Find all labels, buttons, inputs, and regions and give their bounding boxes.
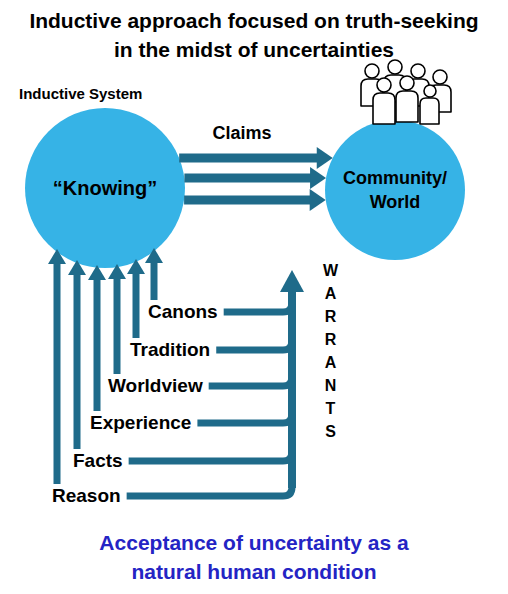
- input-label: Facts: [73, 449, 123, 473]
- arrow-head: [280, 270, 304, 292]
- person-head: [411, 64, 425, 78]
- arrow-shaft: [184, 174, 312, 183]
- warrant-branch: [209, 377, 292, 386]
- warrants-label: WARRANTS: [321, 262, 339, 446]
- input-arrow: [74, 275, 81, 449]
- arrow-shaft: [184, 196, 312, 205]
- circle-fill: [25, 108, 185, 268]
- arrow-shaft: [179, 154, 319, 163]
- input-label: Tradition: [130, 338, 210, 362]
- person-body: [396, 91, 418, 122]
- input-arrow: [94, 280, 101, 411]
- person-head: [365, 64, 379, 78]
- node-text: Community/ World: [330, 166, 460, 214]
- warrant-branch: [197, 414, 292, 423]
- arrow-head: [310, 189, 326, 211]
- person-head: [400, 76, 414, 90]
- person-head: [377, 78, 391, 92]
- warrant-branch: [127, 487, 292, 496]
- warrant-branch: [224, 303, 292, 312]
- diagram-caption: Acceptance of uncertainty as a natural h…: [79, 528, 429, 586]
- circle-fill: [325, 120, 465, 260]
- person-head: [388, 60, 402, 74]
- claim-arrow: [184, 189, 326, 211]
- claim-arrow: [179, 147, 333, 169]
- warrant-branch: [129, 452, 292, 461]
- arrow-head: [310, 167, 326, 189]
- community-circle: Community/ World: [325, 120, 465, 260]
- input-arrow: [114, 279, 121, 374]
- node-heading: Inductive System: [19, 85, 142, 103]
- system-circle: Inductive System“Knowing”: [25, 108, 185, 268]
- node-text: “Knowing”: [30, 176, 180, 200]
- input-label: Canons: [148, 300, 218, 324]
- input-label: Reason: [52, 484, 121, 508]
- input-label: Worldview: [108, 374, 203, 398]
- warrant-branch: [216, 341, 292, 350]
- input-arrow: [151, 263, 158, 300]
- diagram-title: Inductive approach focused on truth-seek…: [19, 6, 489, 64]
- edge-label: Claims: [212, 122, 271, 144]
- claim-arrow: [184, 167, 326, 189]
- person-head: [424, 85, 436, 97]
- input-arrow: [54, 264, 61, 484]
- input-label: Experience: [90, 411, 191, 435]
- input-arrow: [133, 274, 140, 338]
- person-body: [420, 98, 439, 124]
- person-head: [433, 70, 447, 84]
- person-body: [373, 93, 395, 124]
- circle-outline: [325, 120, 465, 260]
